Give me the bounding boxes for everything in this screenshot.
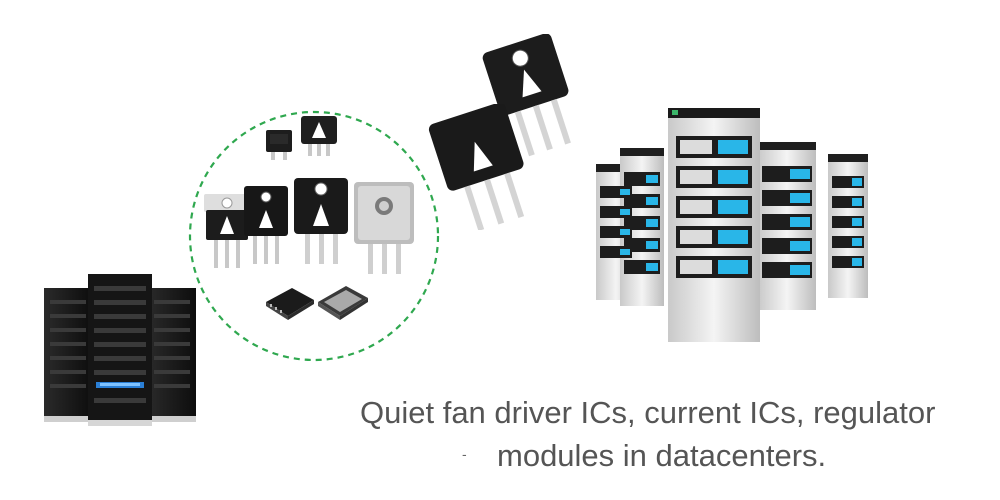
qfn-chip-icon [266, 288, 314, 320]
dark-server-rack-icon [44, 274, 196, 426]
to220-transistor-icon [244, 186, 288, 264]
to247-transistor-icon [294, 178, 348, 264]
to220-transistor-icon [204, 194, 250, 268]
to247-transistor-icon [354, 182, 414, 274]
caption-line-2: modules in datacenters. [497, 438, 827, 473]
light-server-rack-icon [596, 108, 868, 342]
caption-line-1: Quiet fan driver ICs, current ICs, regul… [360, 395, 936, 430]
component-group-circle [188, 110, 440, 362]
caption-bullet-marker: - [462, 446, 467, 462]
dpak-transistor-icon [301, 116, 337, 156]
to247-transistor-icon [428, 104, 525, 230]
dpak-transistor-icon [266, 130, 292, 160]
qfn-chip-icon [318, 286, 368, 320]
to247-transistor-icon [482, 34, 571, 157]
